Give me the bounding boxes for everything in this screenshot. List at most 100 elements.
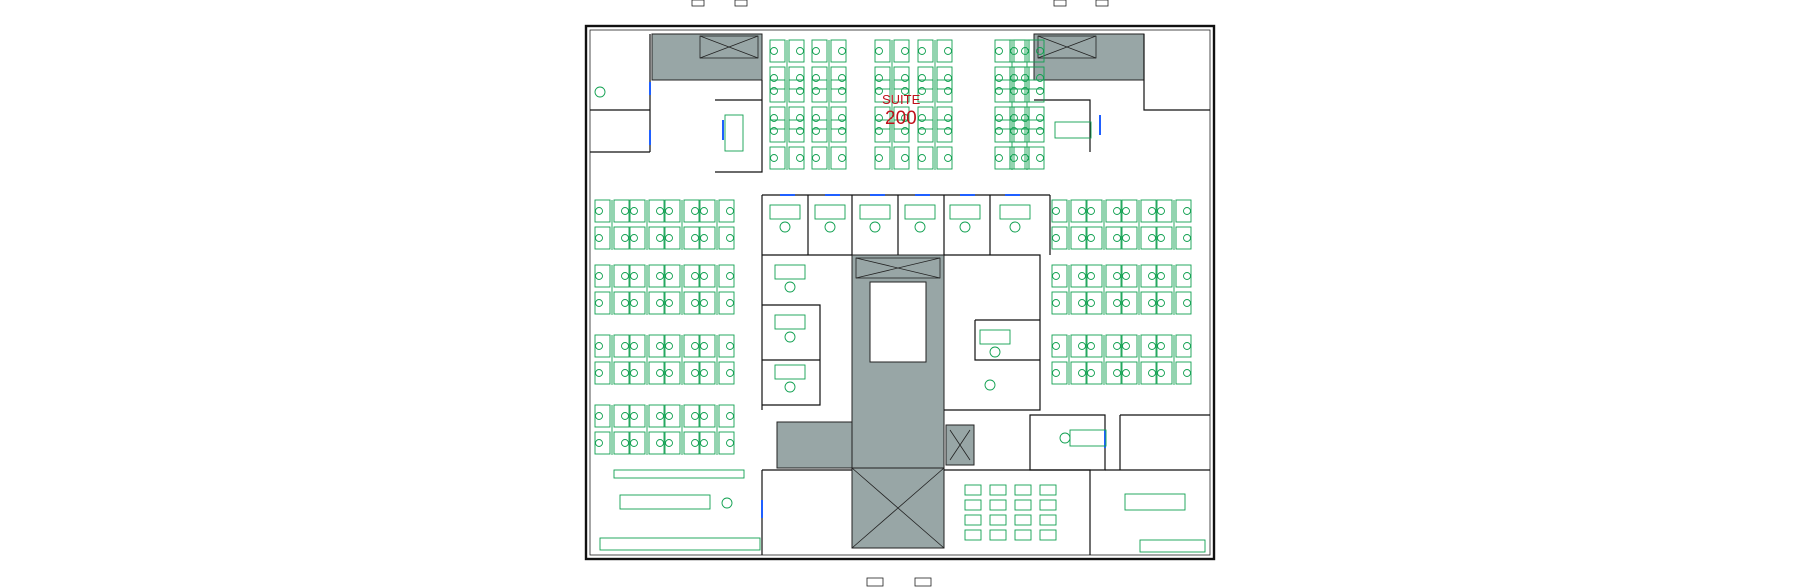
office-desk xyxy=(979,329,1011,345)
desk xyxy=(699,361,716,385)
office-desk xyxy=(814,204,846,220)
chair xyxy=(621,234,629,242)
chair xyxy=(726,299,734,307)
desk xyxy=(874,39,891,63)
column-markers xyxy=(691,0,1109,587)
desk xyxy=(718,264,735,288)
desk xyxy=(917,106,934,130)
desk xyxy=(1086,199,1103,223)
chair xyxy=(770,74,778,82)
desk xyxy=(893,106,910,130)
office-desk xyxy=(774,314,806,330)
desk xyxy=(664,334,681,358)
desk xyxy=(1121,361,1138,385)
desk xyxy=(1156,291,1173,315)
desk xyxy=(1105,361,1122,385)
chair xyxy=(1010,47,1018,55)
chair xyxy=(812,154,820,162)
chair xyxy=(726,234,734,242)
desk xyxy=(1105,334,1122,358)
desk xyxy=(718,361,735,385)
desk xyxy=(664,291,681,315)
training-desk xyxy=(964,529,982,541)
desk xyxy=(1009,119,1026,143)
chair xyxy=(691,234,699,242)
desk xyxy=(594,264,611,288)
chair xyxy=(770,127,778,135)
desk xyxy=(664,264,681,288)
desk xyxy=(1086,361,1103,385)
chair xyxy=(656,299,664,307)
chair xyxy=(691,439,699,447)
chair xyxy=(1087,299,1095,307)
building-outline xyxy=(584,24,1216,561)
chair xyxy=(1148,207,1156,215)
chair xyxy=(595,272,603,280)
desk xyxy=(648,404,665,428)
desk xyxy=(1028,39,1045,63)
office-desk xyxy=(949,204,981,220)
desk xyxy=(1175,334,1192,358)
chair xyxy=(1183,342,1191,350)
suite-number: 200 xyxy=(885,108,917,129)
chair xyxy=(1148,369,1156,377)
chair xyxy=(875,154,883,162)
chair xyxy=(1036,87,1044,95)
chair xyxy=(691,272,699,280)
chair xyxy=(630,439,638,447)
office-desk xyxy=(774,264,806,280)
desk xyxy=(683,334,700,358)
desk xyxy=(830,119,847,143)
chair xyxy=(656,342,664,350)
chair xyxy=(621,299,629,307)
training-desk xyxy=(1039,514,1057,526)
desk xyxy=(769,106,786,130)
chair xyxy=(918,114,926,122)
desk xyxy=(683,199,700,223)
chair xyxy=(918,87,926,95)
chair xyxy=(901,127,909,135)
chair xyxy=(726,439,734,447)
chair xyxy=(770,114,778,122)
chair xyxy=(726,272,734,280)
desk xyxy=(1105,291,1122,315)
chair xyxy=(1157,234,1165,242)
chair xyxy=(621,272,629,280)
desk xyxy=(1121,264,1138,288)
desk xyxy=(769,146,786,170)
chair xyxy=(1078,342,1086,350)
round-table xyxy=(594,86,606,98)
desk xyxy=(769,119,786,143)
chair xyxy=(918,127,926,135)
desk xyxy=(811,106,828,130)
building-inner-outline xyxy=(589,29,1211,556)
chair xyxy=(901,74,909,82)
chair xyxy=(691,207,699,215)
chair xyxy=(1036,127,1044,135)
desk xyxy=(1028,106,1045,130)
desk xyxy=(788,119,805,143)
desk xyxy=(874,119,891,143)
desk xyxy=(1070,291,1087,315)
building-cores xyxy=(651,33,1145,549)
chair xyxy=(665,342,673,350)
chair xyxy=(1113,234,1121,242)
desk xyxy=(683,264,700,288)
chair xyxy=(1157,299,1165,307)
office-chair xyxy=(914,221,926,233)
chair xyxy=(812,114,820,122)
chair xyxy=(595,207,603,215)
desk xyxy=(1051,264,1068,288)
conference-table xyxy=(1054,121,1092,139)
chair xyxy=(838,114,846,122)
chair xyxy=(700,234,708,242)
desk xyxy=(648,199,665,223)
chair xyxy=(691,412,699,420)
chair xyxy=(1183,299,1191,307)
stair-bottom-left xyxy=(776,421,853,469)
chair xyxy=(1087,342,1095,350)
office-chair xyxy=(959,221,971,233)
chair xyxy=(656,207,664,215)
chair xyxy=(726,369,734,377)
desk xyxy=(830,66,847,90)
